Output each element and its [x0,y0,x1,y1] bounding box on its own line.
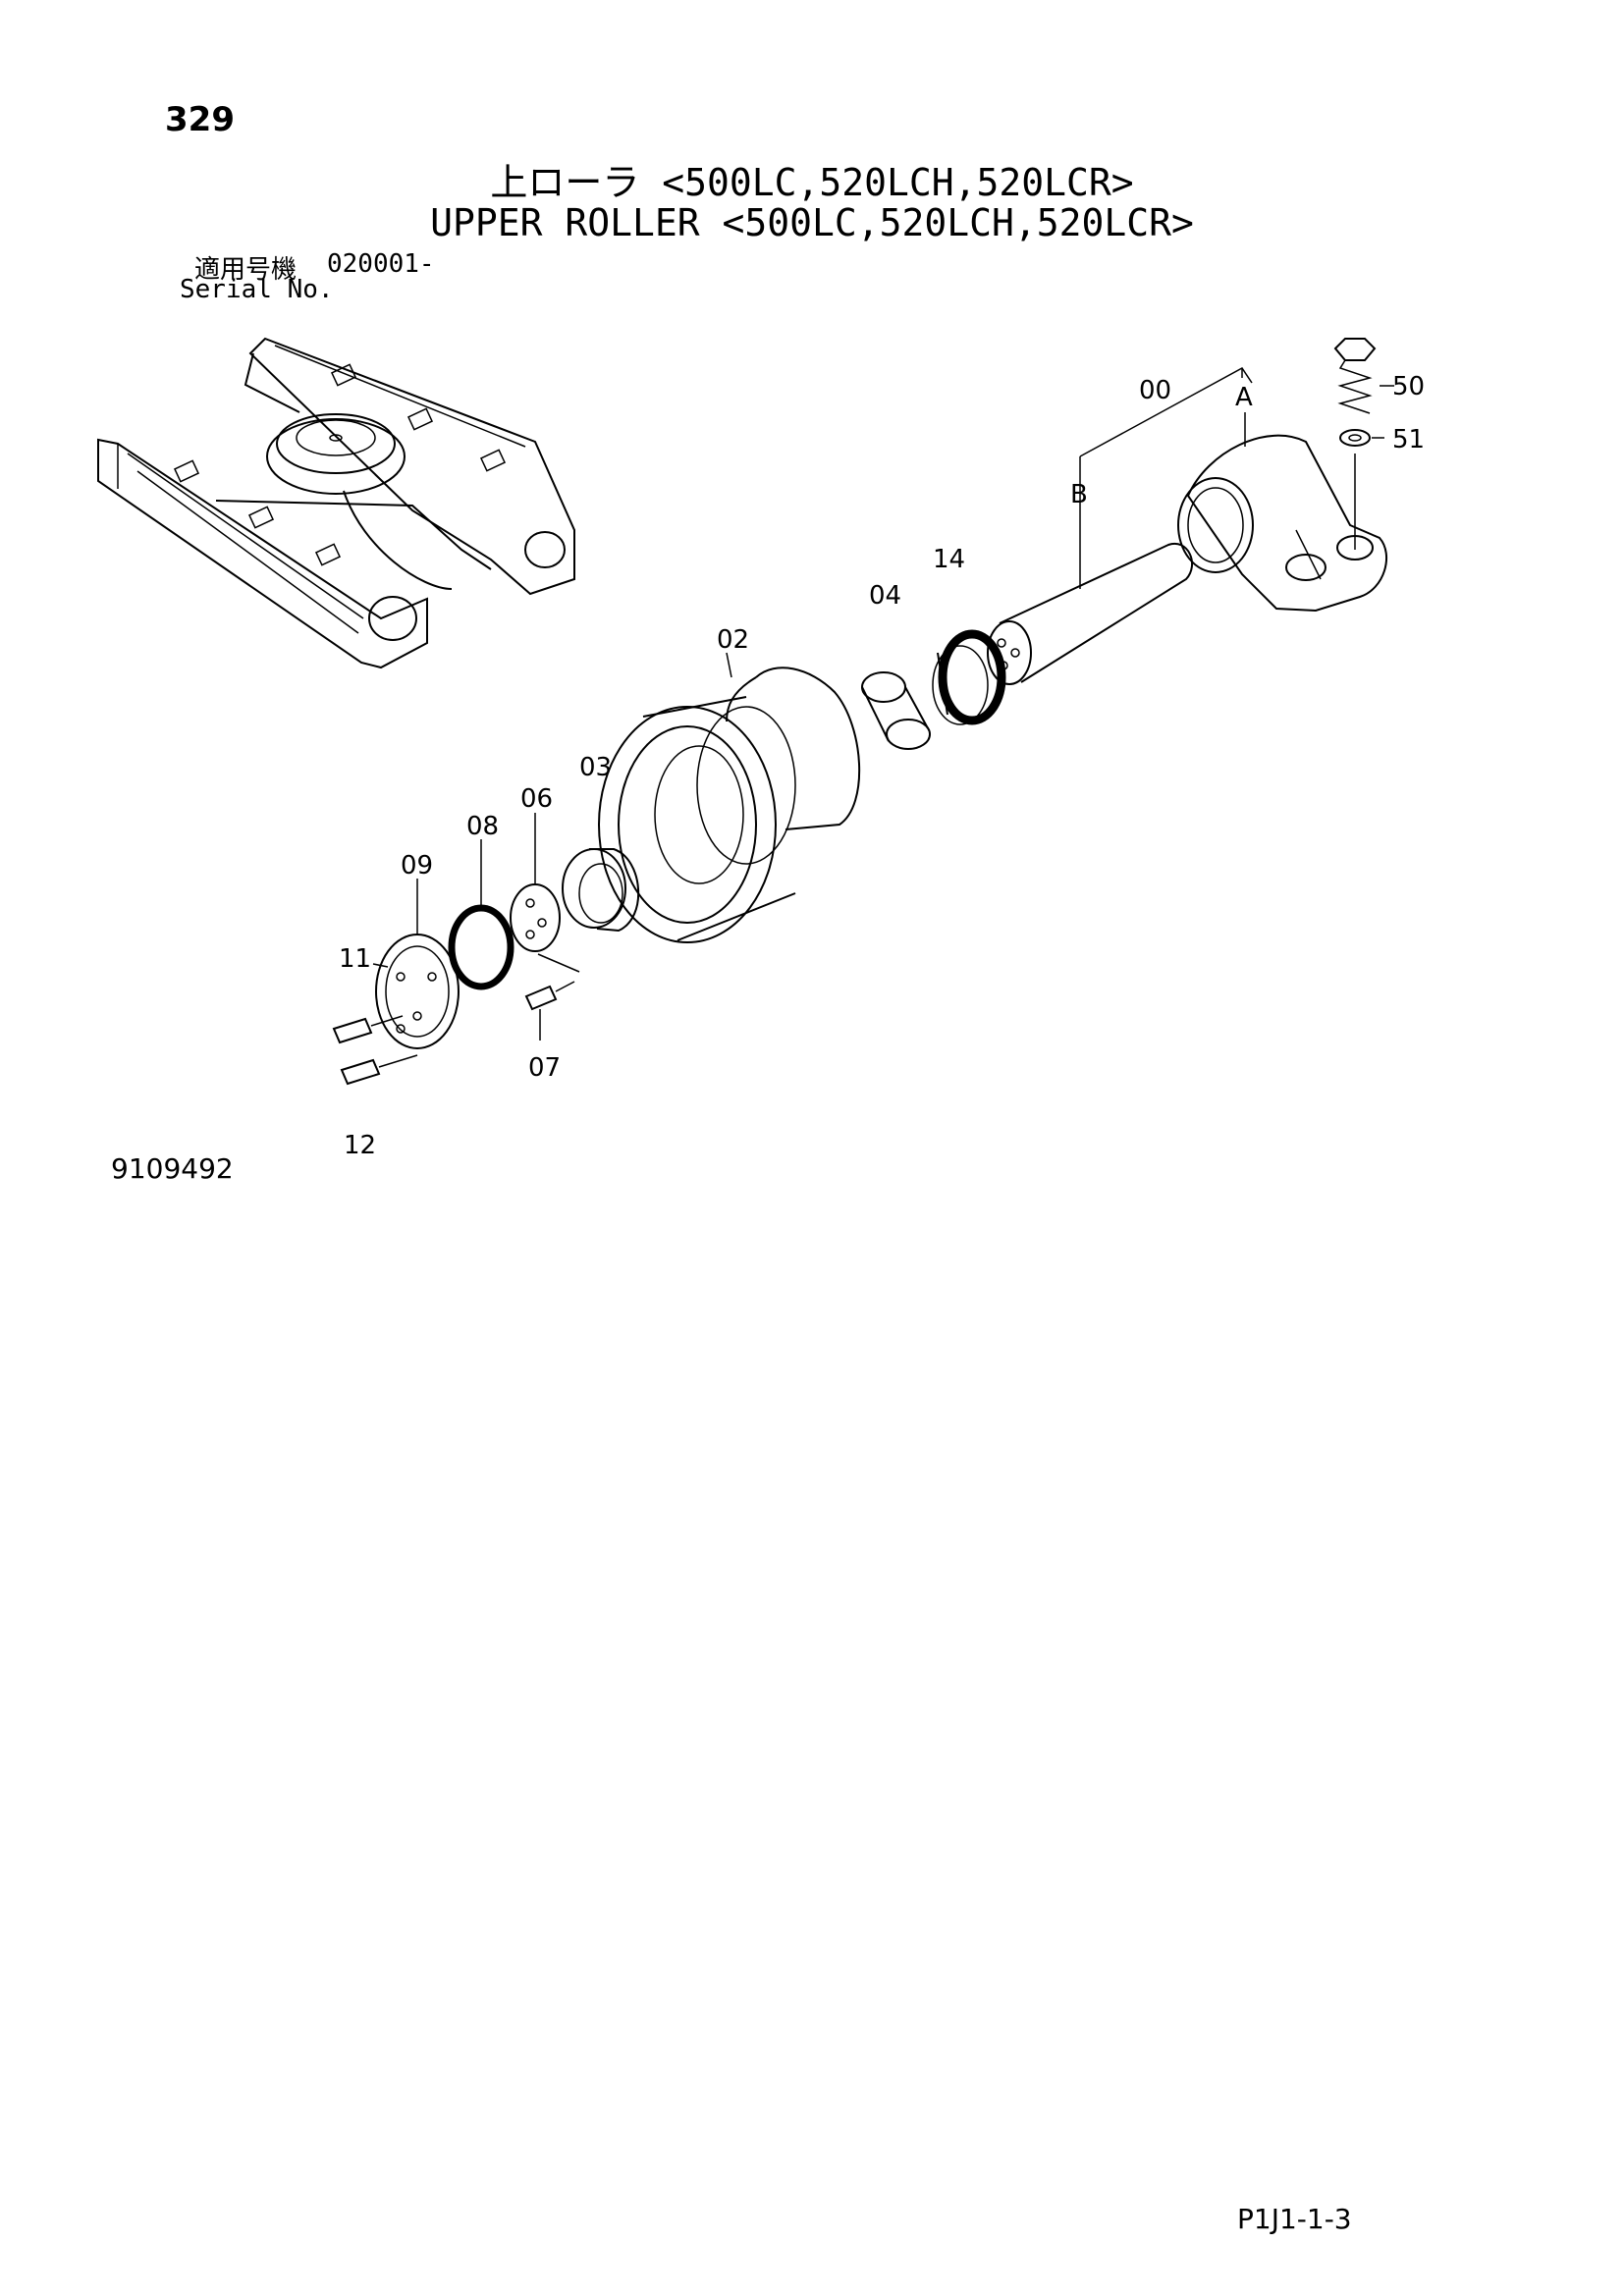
title-japanese: 上ローラ <500LC,520LCH,520LCR> [490,161,1134,204]
callout-09: 09 [401,851,433,881]
callout-11: 11 [339,944,371,974]
serial-label-japanese: 適用号機 [194,255,298,285]
bolt-12 [340,1054,418,1086]
callout-02: 02 [717,625,749,655]
callout-06: 06 [520,784,553,814]
serial-number: 020001- [327,249,435,279]
shaft [987,535,1193,685]
seal-14 [932,629,1006,725]
callout-51: 51 [1392,425,1425,454]
callout-03: 03 [579,753,612,782]
roller-02 [598,667,861,943]
callout-12: 12 [344,1131,376,1160]
washer-51 [1339,429,1384,550]
figure-number: 9109492 [111,1152,234,1185]
plate-06 [510,883,580,973]
bolt-50 [1333,338,1394,414]
bolt-11 [332,1015,404,1044]
bushing-04 [861,671,931,750]
bracket-assembly [1079,367,1388,613]
document-code: P1J1-1-3 [1237,2203,1352,2235]
ring-03 [562,848,639,933]
callout-08: 08 [466,812,499,841]
callout-14: 14 [933,545,965,574]
track-frame-overview [97,337,575,669]
callout-04: 04 [869,581,901,611]
callout-07: 07 [528,1053,561,1083]
screw-07 [524,981,575,1041]
title-english: UPPER ROLLER <500LC,520LCH,520LCR> [430,201,1194,244]
callout-50: 50 [1392,372,1425,401]
serial-label-english: Serial No. [180,275,334,304]
callout-A: A [1235,383,1253,412]
exploded-parts-diagram: 00 A B 50 51 14 04 02 03 06 08 09 11 07 … [97,337,1425,1160]
callout-B: B [1070,480,1088,509]
leader-lines [372,652,732,968]
cover-09 [375,934,460,1049]
o-ring-08 [448,904,514,990]
page-number: 329 [165,100,235,139]
callout-00: 00 [1139,376,1171,405]
